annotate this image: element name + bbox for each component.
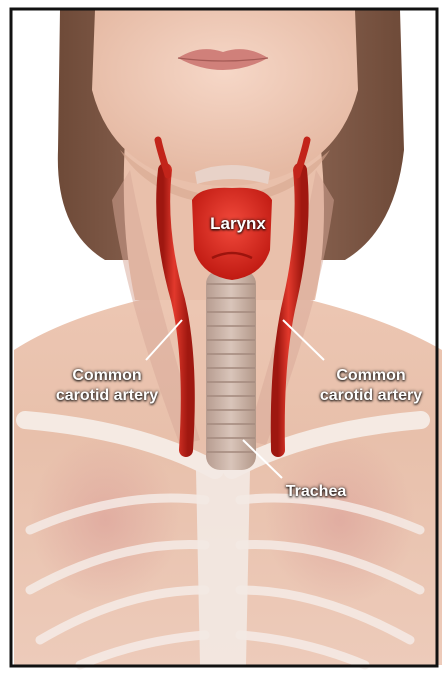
larynx-label: Larynx xyxy=(196,214,280,234)
left-carotid-label-line-2: carotid artery xyxy=(32,386,182,406)
right-common-carotid-artery-label: Common carotid artery xyxy=(296,366,446,406)
trachea-shape xyxy=(206,270,256,470)
right-carotid-label-line-2: carotid artery xyxy=(296,386,446,406)
left-carotid-label-line-1: Common xyxy=(32,366,182,386)
left-common-carotid-artery-label: Common carotid artery xyxy=(32,366,182,406)
sternum xyxy=(196,470,250,665)
trachea-label: Trachea xyxy=(266,482,366,502)
right-carotid-label-line-1: Common xyxy=(296,366,446,386)
